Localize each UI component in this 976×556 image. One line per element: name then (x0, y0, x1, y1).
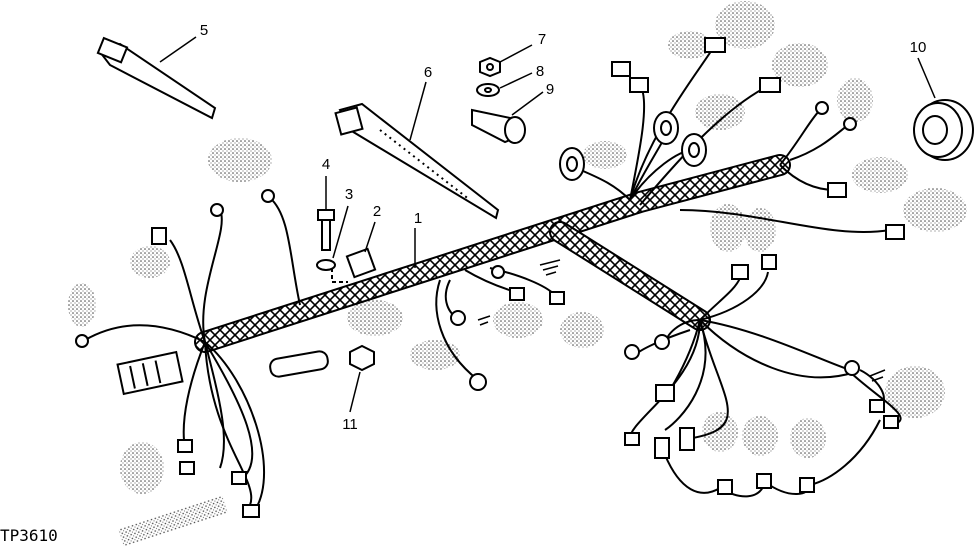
part-2-clamp (331, 247, 377, 283)
callout-10: 10 (910, 39, 927, 56)
callout-8: 8 (536, 63, 544, 80)
callout-7: 7 (538, 31, 546, 48)
ground-symbols (477, 259, 886, 382)
figure-id: TP3610 (0, 526, 58, 545)
stippled-background-components (68, 1, 967, 547)
callout-5: 5 (200, 22, 208, 39)
bulb-sockets (559, 111, 707, 181)
wiring-harness-trunk (194, 154, 791, 353)
callout-1: 1 (414, 210, 422, 227)
leader-lines (159, 36, 936, 413)
callout-3: 3 (345, 186, 353, 203)
part-3-washer (316, 259, 336, 271)
part-8-washer (476, 83, 500, 97)
part-6-strap-large (334, 102, 500, 220)
part-9-clip (471, 108, 526, 144)
part-7-nut (479, 56, 501, 78)
callout-6: 6 (424, 64, 432, 81)
callout-2: 2 (373, 203, 381, 220)
part-10-grommet (913, 99, 974, 161)
callout-11: 11 (342, 416, 358, 433)
part-4-bolt (317, 209, 335, 251)
ring-terminals (75, 101, 860, 391)
callout-4: 4 (322, 156, 330, 173)
callout-9: 9 (546, 81, 554, 98)
connectors (116, 37, 905, 518)
part-11-nut-lock (349, 344, 375, 372)
callout-labels: 5 6 7 8 9 10 1 2 3 4 11 (200, 22, 927, 433)
part-5-strap-small (96, 36, 217, 120)
